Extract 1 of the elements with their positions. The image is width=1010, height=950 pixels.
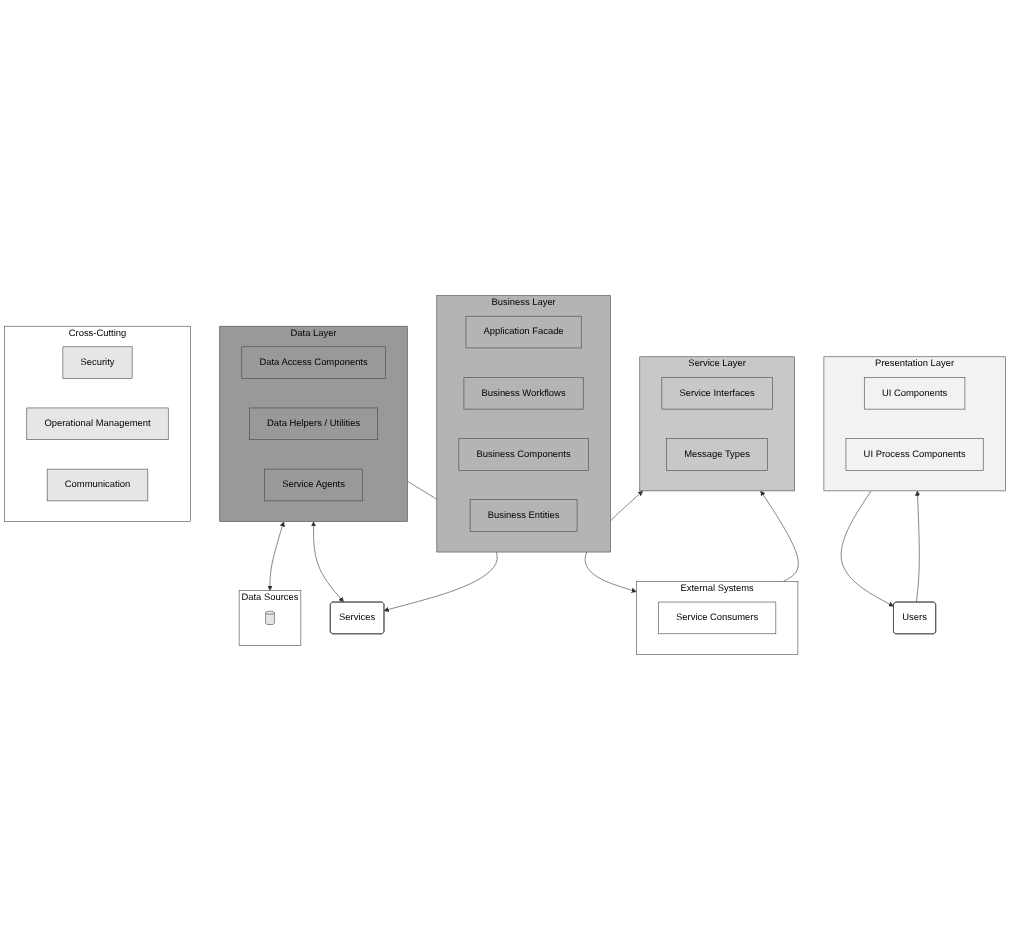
node-cylinder	[265, 610, 275, 625]
